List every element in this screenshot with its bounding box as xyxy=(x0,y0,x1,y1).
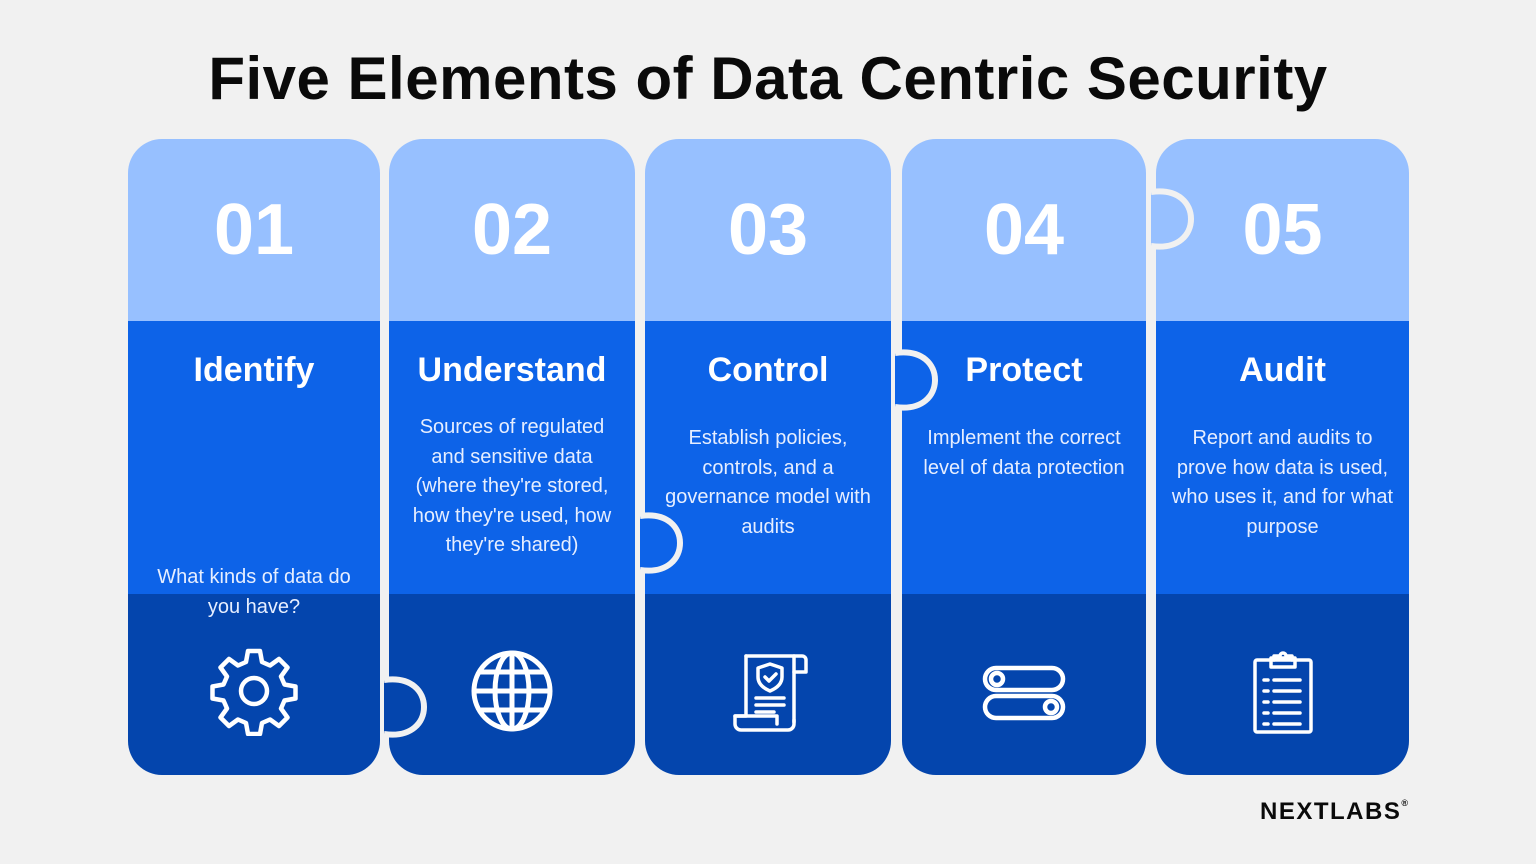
number-band xyxy=(128,139,380,321)
policy-scroll-icon xyxy=(723,646,813,736)
nextlabs-logo: NEXTLABS® xyxy=(1260,798,1408,825)
element-number: 02 xyxy=(471,190,553,270)
element-heading: Audit xyxy=(1239,351,1326,389)
element-description: Implement the correct level of data prot… xyxy=(923,427,1125,479)
icon-band xyxy=(1156,594,1409,775)
element-card-audit: 05 Audit Report and audits to prove how … xyxy=(1156,139,1409,775)
puzzle-connector-icon xyxy=(639,512,684,574)
element-description: What kinds of data do you have? xyxy=(157,566,351,618)
heading-band xyxy=(128,321,380,594)
heading-band xyxy=(389,321,635,594)
number-band xyxy=(1156,139,1409,321)
heading-band xyxy=(902,321,1146,594)
puzzle-connector-icon xyxy=(383,676,428,738)
element-card-understand: 02 Understand Sources of regulated and s… xyxy=(389,139,635,775)
puzzle-connector-icon xyxy=(1150,188,1195,250)
icon-band xyxy=(128,594,380,775)
heading-band xyxy=(645,321,891,594)
element-description: Sources of regulated and sensitive data … xyxy=(412,416,612,557)
number-band xyxy=(645,139,891,321)
element-description: Establish policies, controls, and a gove… xyxy=(665,427,871,538)
icon-band xyxy=(902,594,1146,775)
element-heading: Control xyxy=(707,351,829,389)
page-title: Five Elements of Data Centric Security xyxy=(208,45,1328,112)
toggle-switches-icon xyxy=(979,646,1069,736)
element-card-control: 03 Control Establish policies, controls,… xyxy=(645,139,891,775)
puzzle-connector-icon xyxy=(894,349,939,411)
element-description: Report and audits to prove how data is u… xyxy=(1171,427,1394,538)
clipboard-checklist-icon xyxy=(1238,646,1328,736)
element-number: 03 xyxy=(727,190,809,270)
element-heading: Protect xyxy=(965,351,1083,389)
element-number: 04 xyxy=(983,190,1065,270)
element-card-protect: 04 Protect Implement the correct level o… xyxy=(902,139,1146,775)
element-heading: Understand xyxy=(417,351,607,389)
icon-band xyxy=(645,594,891,775)
globe-icon xyxy=(467,646,557,736)
number-band xyxy=(389,139,635,321)
element-number: 01 xyxy=(213,190,295,270)
element-heading: Identify xyxy=(193,351,315,389)
element-number: 05 xyxy=(1242,190,1323,270)
number-band xyxy=(902,139,1146,321)
heading-band xyxy=(1156,321,1409,594)
gear-icon xyxy=(209,646,299,737)
element-card-identify: 01 Identify What kinds of data do you ha… xyxy=(128,139,380,775)
